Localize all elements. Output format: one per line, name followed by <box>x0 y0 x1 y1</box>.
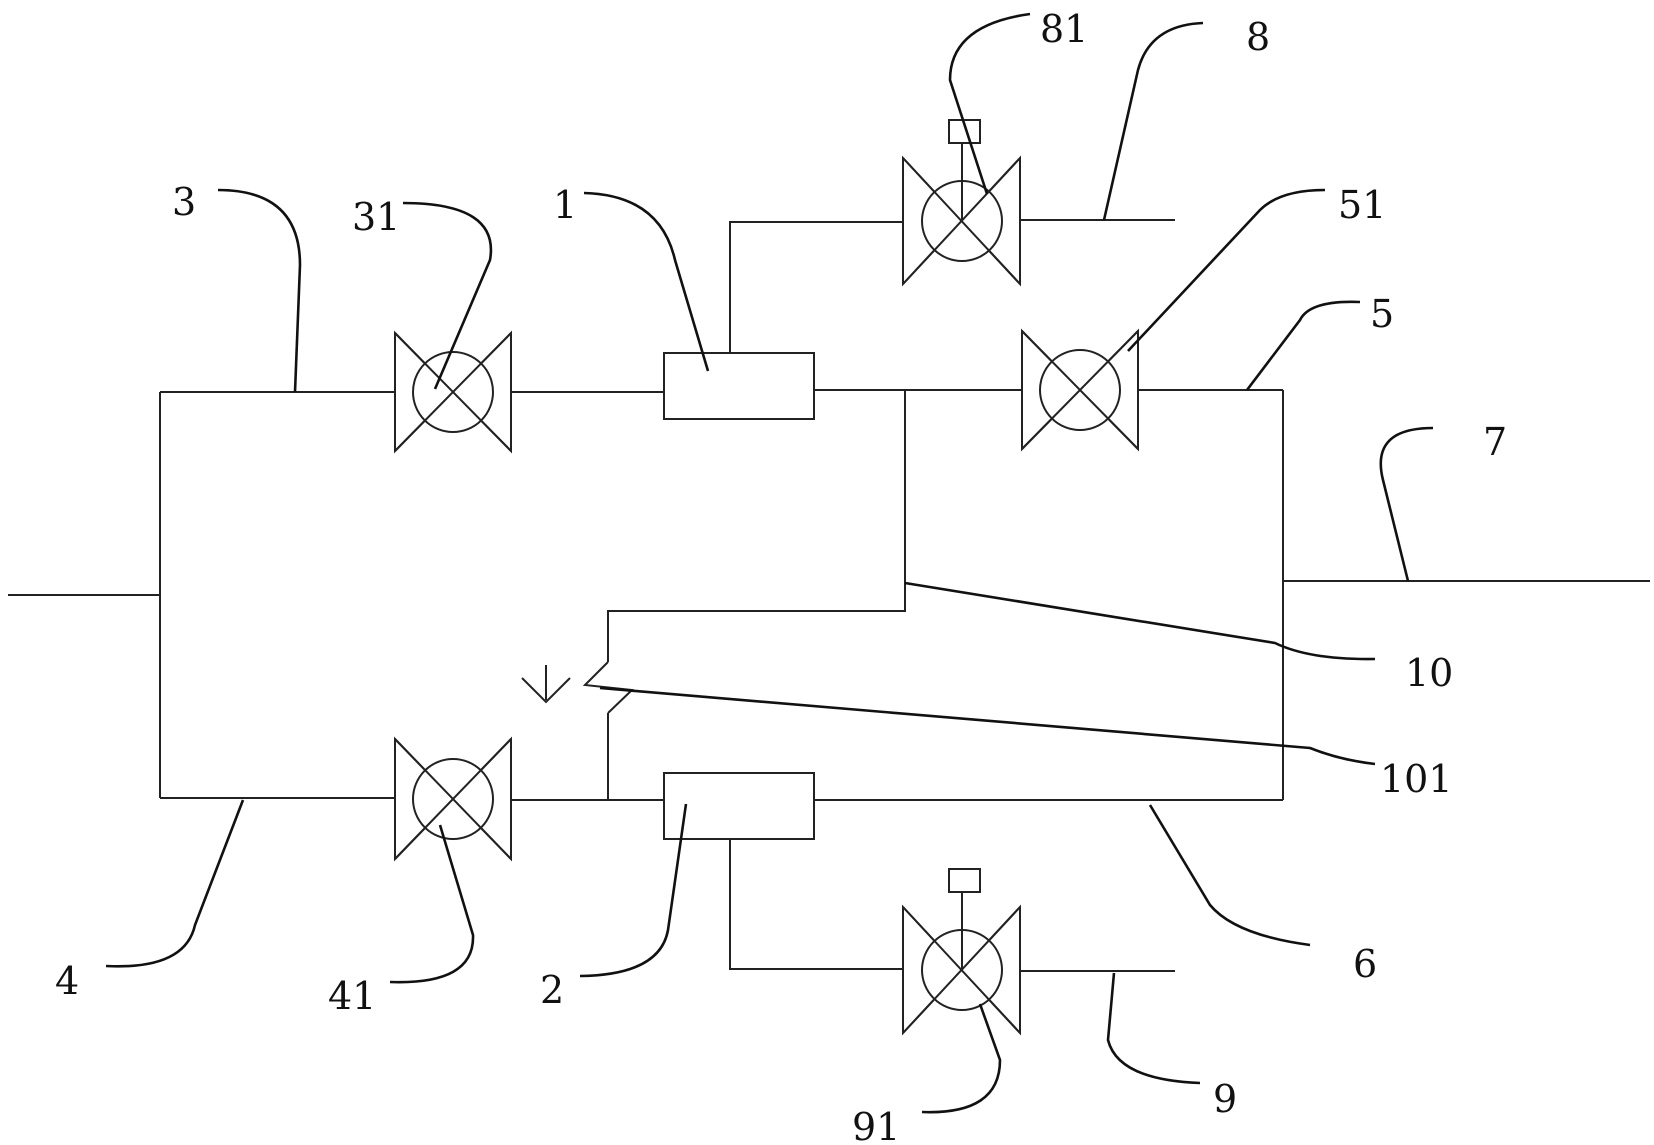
leader-101 <box>599 686 1376 766</box>
label-4: 4 <box>55 959 79 1003</box>
label-1: 1 <box>553 183 577 227</box>
check-valve-101 <box>521 661 635 714</box>
label-101: 101 <box>1380 757 1453 801</box>
actuator-91-icon <box>948 868 981 893</box>
label-8: 8 <box>1246 15 1270 59</box>
valve-41 <box>394 736 512 862</box>
actuator-81-icon <box>948 119 981 144</box>
label-6: 6 <box>1353 942 1377 986</box>
leader-9 <box>1106 972 1201 1085</box>
component-1 <box>663 352 815 420</box>
valve-51 <box>1021 328 1139 452</box>
label-9: 9 <box>1213 1077 1237 1121</box>
branch-pipe-to-91 <box>729 839 903 970</box>
label-41: 41 <box>328 974 376 1018</box>
component-2 <box>663 772 815 840</box>
pipes <box>8 219 1650 972</box>
valve-31 <box>394 330 512 454</box>
leader-6 <box>1148 804 1311 947</box>
label-10: 10 <box>1405 651 1453 695</box>
label-31: 31 <box>352 195 400 239</box>
leader-81 <box>948 12 1031 195</box>
actuated-valve-81 <box>902 119 1021 287</box>
leader-91 <box>921 1003 1002 1114</box>
label-81: 81 <box>1040 7 1088 51</box>
leader-41 <box>389 824 475 984</box>
labels: 3 31 1 81 8 51 5 7 10 101 4 41 2 6 91 9 <box>55 7 1507 1145</box>
leader-5 <box>1245 300 1361 391</box>
branch-pipe-to-81 <box>729 221 903 353</box>
leader-7 <box>1379 426 1434 582</box>
actuated-valve-91 <box>902 868 1021 1036</box>
leader-31 <box>402 201 493 390</box>
leader-2 <box>579 803 688 978</box>
bypass-pipe-10 <box>607 390 906 662</box>
leader-10 <box>904 581 1376 661</box>
label-51: 51 <box>1338 183 1386 227</box>
label-2: 2 <box>540 968 564 1012</box>
leader-51 <box>1127 188 1326 352</box>
leader-4 <box>105 799 245 968</box>
label-5: 5 <box>1370 292 1394 336</box>
label-91: 91 <box>852 1105 900 1145</box>
label-7: 7 <box>1483 420 1507 464</box>
leader-3 <box>217 188 302 393</box>
leader-1 <box>583 191 710 372</box>
leader-8 <box>1102 21 1204 221</box>
leader-lines <box>105 12 1434 1114</box>
label-3: 3 <box>172 180 196 224</box>
